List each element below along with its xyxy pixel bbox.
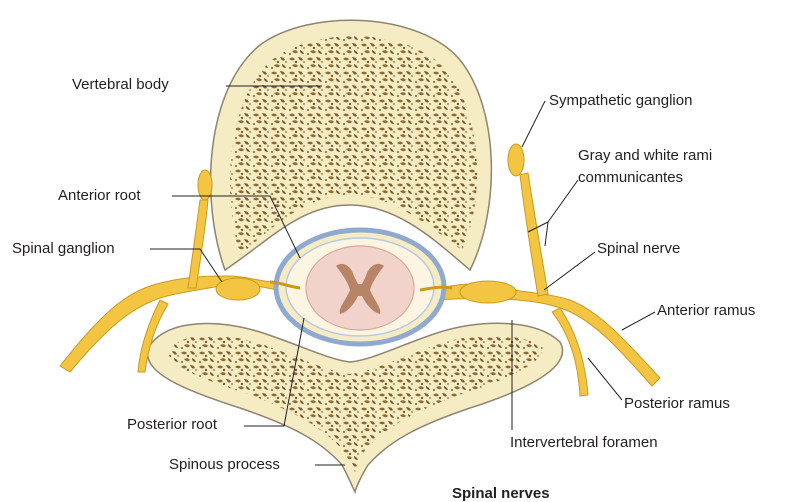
label-spinal-nerve: Spinal nerve (597, 240, 680, 258)
right-spinal-ganglion (460, 281, 516, 303)
leader-posterior-ramus (588, 358, 622, 400)
label-sympathetic-ganglion: Sympathetic ganglion (549, 92, 692, 110)
label-posterior-root: Posterior root (127, 416, 217, 434)
right-sympathetic-ganglion (508, 144, 524, 176)
leader-sympathetic-ganglion (522, 101, 545, 147)
label-gray-white-rami-line1: Gray and white rami (578, 147, 712, 165)
right-rami-communicantes (520, 173, 548, 296)
label-posterior-ramus: Posterior ramus (624, 395, 730, 413)
label-vertebral-body: Vertebral body (72, 76, 169, 94)
label-anterior-ramus: Anterior ramus (657, 302, 755, 320)
left-upper-branch (188, 200, 208, 288)
label-gray-white-rami-line2: communicantes (578, 169, 683, 187)
label-anterior-root: Anterior root (58, 187, 141, 205)
leader-spinal-nerve (544, 252, 595, 290)
vertebral-body-spongy (230, 36, 477, 255)
spinal-canal (270, 230, 452, 344)
label-spinal-ganglion: Spinal ganglion (12, 240, 115, 258)
label-spinous-process: Spinous process (169, 456, 280, 474)
figure-caption: Spinal nerves (452, 485, 550, 502)
leader-anterior-ramus (622, 312, 655, 330)
left-spinal-ganglion (216, 278, 260, 300)
label-intervertebral-foramen: Intervertebral foramen (510, 434, 658, 452)
